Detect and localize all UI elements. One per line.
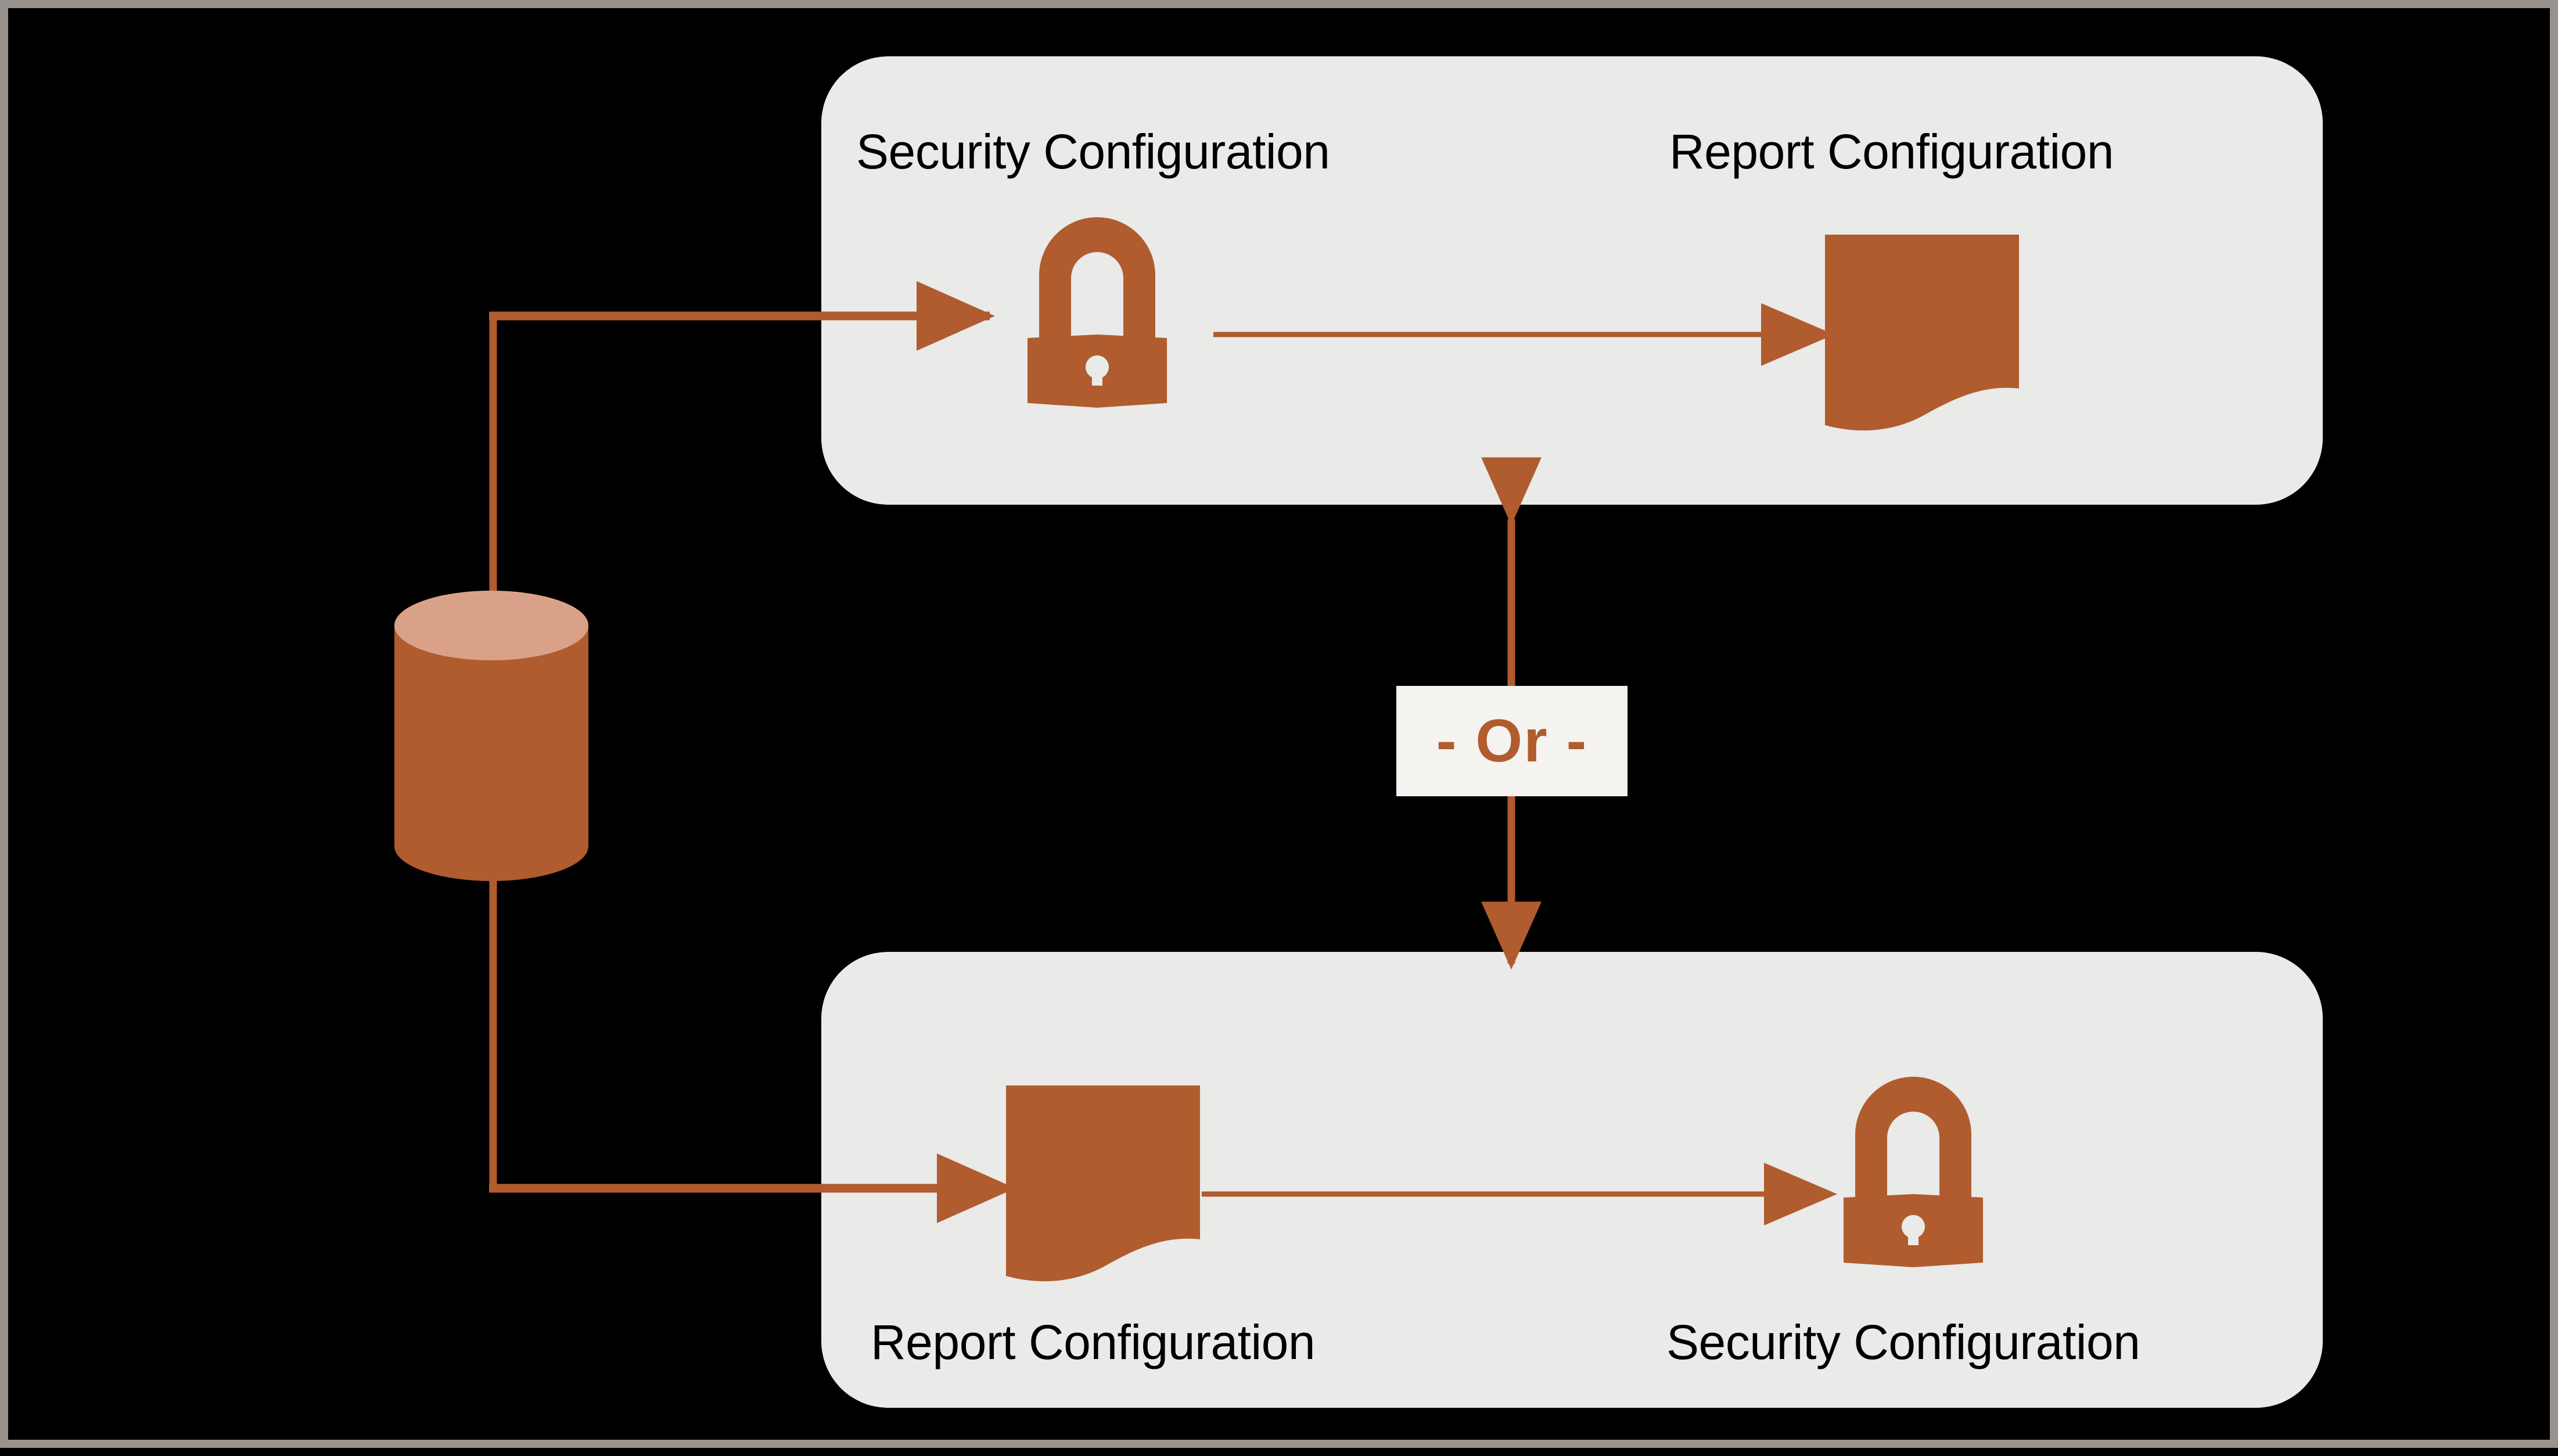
or-badge: - Or - [1396, 686, 1628, 796]
top-panel-step-1-label: Security Configuration [856, 124, 1330, 179]
top-lock-icon [1027, 217, 1167, 408]
top-document-icon [1825, 235, 2019, 431]
or-badge-label: - Or - [1436, 707, 1588, 775]
database-cylinder-icon [394, 591, 588, 881]
top-panel-step-2-label: Report Configuration [1669, 124, 2114, 179]
bottom-panel-step-2-label: Security Configuration [1666, 1315, 2140, 1369]
bottom-lock-icon [1844, 1077, 1983, 1267]
icon-layer [394, 217, 2019, 1282]
bottom-document-icon [1006, 1085, 1200, 1282]
diagram-canvas: - Or - Security Configuration Report Con… [8, 8, 2558, 1456]
bottom-panel-step-1-label: Report Configuration [871, 1315, 1316, 1369]
security-first-flow-panel [821, 56, 2323, 505]
